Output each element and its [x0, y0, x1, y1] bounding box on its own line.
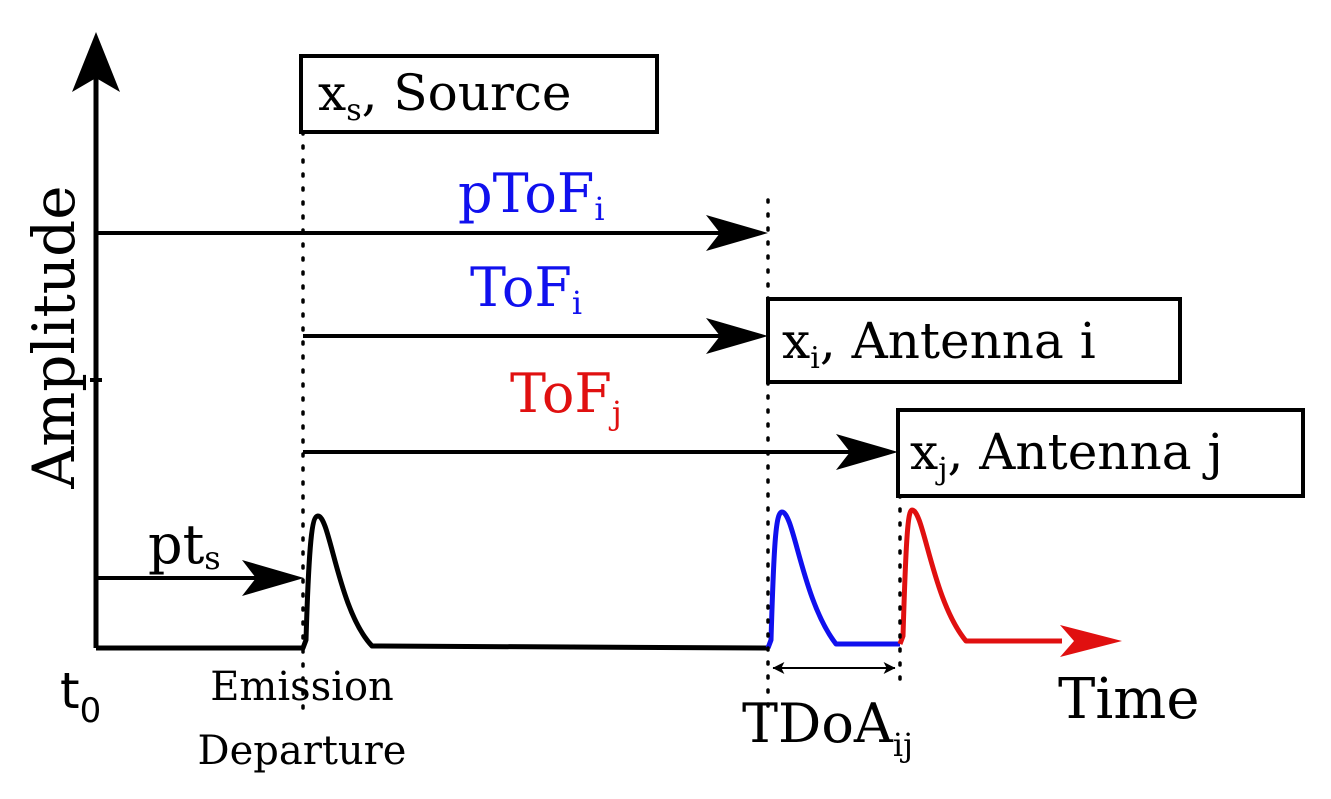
origin-label: t0 — [60, 662, 101, 731]
x-axis-label: Time — [1058, 667, 1200, 732]
antenna-i-signal-blue — [765, 509, 900, 649]
svg-text:xi, Antenna i: xi, Antenna i — [782, 312, 1096, 376]
tof-i-label: ToFi — [470, 256, 582, 322]
antenna-j-box: xj, Antenna j — [896, 408, 1305, 498]
antenna-i-box: xi, Antenna i — [766, 297, 1182, 384]
baseline-signal-black — [96, 513, 769, 651]
tof-j-label: ToFj — [510, 362, 622, 432]
ptof-i-label: pToFi — [458, 162, 605, 228]
time-axis-arrowhead-red — [1060, 625, 1122, 657]
antenna-i-box-text: , Antenna i — [820, 312, 1096, 370]
antenna-j-box-var: x — [910, 423, 938, 481]
pt-s-arrow — [96, 560, 304, 596]
y-axis-arrowhead — [72, 32, 120, 92]
source-box-var: x — [318, 64, 346, 122]
antenna-j-signal-red — [897, 507, 1062, 645]
emission-label: Emission — [210, 664, 394, 710]
y-axis-label: Amplitude — [20, 185, 88, 489]
antenna-i-box-sub: i — [810, 341, 820, 376]
tof-i-arrow — [303, 318, 768, 354]
tdoa-label: TDoAij — [742, 692, 913, 764]
antenna-j-box-sub: j — [935, 452, 947, 487]
antenna-j-box-text: , Antenna j — [948, 423, 1223, 481]
svg-text:xj, Antenna j: xj, Antenna j — [910, 423, 1223, 487]
ptof-i-arrow — [96, 215, 768, 251]
tof-j-arrow — [303, 434, 898, 470]
y-axis — [72, 32, 120, 648]
source-box-sub: s — [346, 93, 361, 128]
svg-text:xs, Source: xs, Source — [318, 64, 571, 128]
antenna-i-box-var: x — [782, 312, 810, 370]
source-box-text: , Source — [362, 64, 572, 122]
pt-s-label: pts — [148, 513, 221, 577]
departure-label: Departure — [198, 728, 407, 774]
source-box: xs, Source — [299, 54, 659, 134]
